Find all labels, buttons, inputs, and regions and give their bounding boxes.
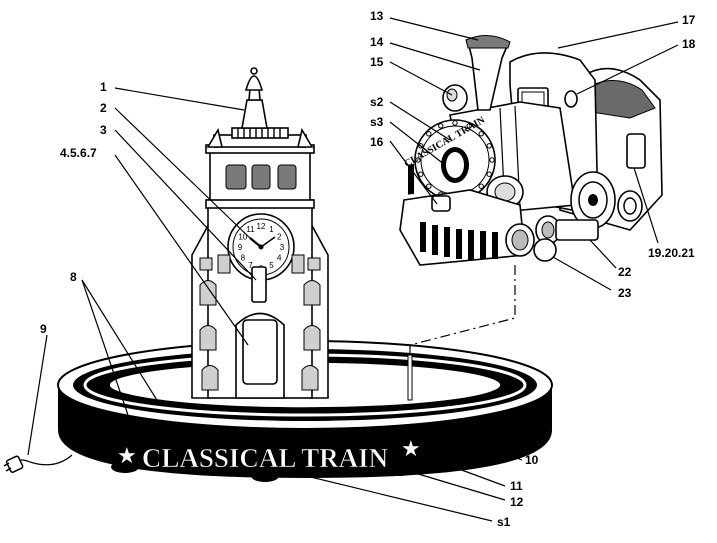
wheel (617, 190, 643, 222)
rear-sign (626, 133, 646, 169)
tower-window (251, 164, 271, 190)
track-base: CLASSICAL TRAIN ★ ★ (57, 340, 553, 482)
callout-12: 12 (510, 495, 524, 509)
power-cord (3, 454, 73, 473)
callout-18: 18 (682, 37, 696, 51)
side-window (291, 254, 305, 274)
rivet (478, 131, 484, 137)
door-panel (242, 319, 278, 385)
side-window (199, 280, 217, 306)
callout-labels: 1 2 3 4.5.6.7 8 9 10 11 12 s1 13 14 15 s… (40, 9, 696, 529)
callout-11: 11 (510, 479, 523, 493)
clock-numeral: 11 (246, 225, 255, 234)
callout-s1: s1 (497, 515, 511, 529)
clock-numeral: 3 (280, 243, 285, 252)
track-post (407, 354, 413, 401)
clock-numeral: 12 (257, 222, 266, 231)
clock-minute-hand (260, 236, 276, 248)
callout-15: 15 (370, 55, 384, 69)
side-window (217, 254, 231, 274)
rivet (438, 123, 444, 129)
star-left: ★ (117, 444, 137, 469)
clock-tower: 121234567891011 (191, 67, 329, 399)
clock-numeral: 5 (269, 261, 274, 270)
wheel (505, 223, 535, 257)
callout-10: 10 (525, 453, 539, 467)
clock-numeral: 1 (269, 225, 274, 234)
tower-window (277, 164, 297, 190)
callout-22: 22 (618, 265, 632, 279)
front-lamp (431, 195, 451, 212)
star-right: ★ (401, 437, 421, 462)
wheel (570, 171, 616, 229)
callout-1: 1 (100, 80, 107, 94)
leader-lines (27, 17, 679, 522)
callout-s3: s3 (370, 115, 384, 129)
clock-numeral: 7 (248, 261, 253, 270)
rivet (478, 183, 484, 189)
clock-numeral: 8 (241, 254, 246, 263)
side-window (303, 325, 321, 351)
callout-19-20-21: 19.20.21 (648, 246, 695, 260)
rivet (466, 123, 472, 129)
rivet (486, 143, 492, 149)
assembly-connector (409, 265, 516, 358)
rivet (426, 131, 432, 137)
callout-13: 13 (370, 9, 384, 23)
rivet (452, 120, 458, 126)
base-foot (251, 470, 279, 482)
side-window (301, 365, 319, 391)
smokestack (466, 41, 510, 111)
rivet (489, 157, 495, 163)
callout-8: 8 (70, 270, 77, 284)
callout-9: 9 (40, 322, 47, 336)
coin-ball (533, 238, 557, 262)
rivet (426, 183, 432, 189)
callout-23: 23 (618, 286, 632, 300)
rivet (415, 157, 421, 163)
callout-2: 2 (100, 101, 107, 115)
side-window (303, 280, 321, 306)
clock-numeral: 2 (277, 233, 282, 242)
control-box (251, 266, 267, 303)
clock-numeral: 4 (277, 254, 282, 263)
callout-17: 17 (682, 13, 696, 27)
side-window (199, 325, 217, 351)
rivet (418, 171, 424, 177)
base-foot (111, 461, 139, 473)
base-foot (386, 464, 414, 476)
callout-14: 14 (370, 35, 384, 49)
callout-16: 16 (370, 135, 384, 149)
callout-s2: s2 (370, 95, 384, 109)
base-name-text: CLASSICAL TRAIN (142, 443, 389, 473)
locomotive: CLASSICAL TRAIN (399, 35, 663, 266)
callout-4-5-6-7: 4.5.6.7 (60, 146, 97, 160)
clock-numeral: 10 (238, 233, 247, 242)
cab-lamp (564, 90, 578, 108)
tower-window (225, 164, 247, 190)
callout-3: 3 (100, 123, 107, 137)
clock-numeral: 9 (238, 243, 243, 252)
side-panel (555, 219, 599, 241)
rivet (486, 171, 492, 177)
side-window (201, 365, 219, 391)
